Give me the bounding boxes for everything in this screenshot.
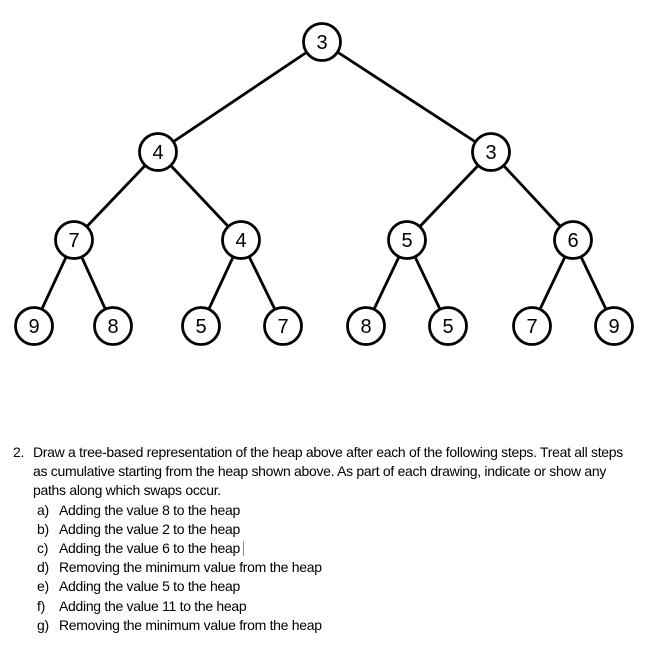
- list-item-marker: d): [37, 559, 49, 576]
- list-item: e) Adding the value 5 to the heap: [37, 577, 623, 596]
- question-prompt-text: as cumulative starting from the heap sho…: [33, 463, 607, 480]
- tree-node-circle: [54, 220, 94, 260]
- list-item: g) Removing the minimum value from the he…: [37, 616, 623, 635]
- tree-node: 7: [512, 306, 552, 346]
- list-item-marker: f): [37, 597, 45, 614]
- list-item: f) Adding the value 11 to the heap: [37, 597, 623, 616]
- tree-node-value: 3: [316, 32, 327, 54]
- question-prompt-text: Draw a tree-based representation of the …: [33, 444, 623, 460]
- list-item-marker: a): [37, 501, 49, 518]
- tree-node-value: 4: [235, 230, 246, 252]
- tree-node-value: 8: [360, 316, 371, 338]
- list-item-marker: g): [37, 616, 49, 633]
- list-item-text: Adding the value 5 to the heap: [59, 578, 240, 595]
- tree-node-value: 9: [608, 316, 619, 338]
- question-items: a) Adding the value 8 to the heap b) Adding…: [13, 501, 623, 635]
- tree-node-circle: [594, 306, 634, 346]
- list-item-marker: c): [37, 540, 49, 557]
- tree-node: 8: [346, 306, 386, 346]
- tree-edge: [405, 151, 493, 241]
- tree-node-circle: [14, 306, 54, 346]
- list-item-text: Removing the minimum value from the heap: [59, 616, 322, 633]
- list-item: c) Adding the value 6 to the heap: [37, 539, 623, 558]
- tree-node-circle: [512, 306, 552, 346]
- tree-node: 7: [54, 220, 94, 260]
- tree-node: 8: [93, 306, 133, 346]
- text-caret: [242, 541, 244, 557]
- tree-node-value: 4: [152, 142, 163, 164]
- tree-node: 5: [181, 306, 221, 346]
- question-prompt: 2. Draw a tree-based representation of th…: [13, 443, 623, 501]
- tree-node-value: 3: [485, 142, 496, 164]
- tree-node-value: 8: [107, 316, 118, 338]
- list-item: d) Removing the minimum value from the he…: [37, 558, 623, 577]
- question-prompt-line: as cumulative starting from the heap sho…: [13, 462, 623, 481]
- tree-node-circle: [428, 306, 468, 346]
- question-prompt-text: paths along which swaps occur.: [33, 482, 221, 499]
- list-item-text: Adding the value 8 to the heap: [59, 501, 240, 518]
- list-item-text: Adding the value 6 to the heap: [59, 540, 240, 557]
- tree-node-value: 5: [195, 316, 206, 338]
- tree-node-value: 7: [526, 316, 537, 338]
- tree-node-value: 5: [401, 230, 412, 252]
- question-number: 2.: [13, 444, 25, 460]
- tree-node-value: 9: [28, 316, 39, 338]
- list-item-marker: e): [37, 578, 49, 595]
- question-block: 2. Draw a tree-based representation of th…: [13, 443, 623, 635]
- tree-node: 5: [428, 306, 468, 346]
- tree-node-value: 6: [567, 230, 578, 252]
- tree-node: 7: [263, 306, 303, 346]
- question-prompt-line: 2. Draw a tree-based representation of th…: [13, 443, 623, 462]
- tree-node-circle: [471, 132, 511, 172]
- tree-node-circle: [181, 306, 221, 346]
- tree-node: 4: [138, 132, 178, 172]
- list-item: b) Adding the value 2 to the heap: [37, 520, 623, 539]
- tree-node-value: 7: [68, 230, 79, 252]
- tree-node: 3: [302, 22, 342, 62]
- list-item-text: Adding the value 11 to the heap: [59, 597, 247, 614]
- tree-node-value: 5: [442, 316, 453, 338]
- list-item-text: Adding the value 2 to the heap: [59, 520, 240, 537]
- list-item: a) Adding the value 8 to the heap: [37, 501, 623, 520]
- tree-node: 5: [387, 220, 427, 260]
- tree-node-circle: [221, 220, 261, 260]
- tree-node-circle: [93, 306, 133, 346]
- tree-node: 4: [221, 220, 261, 260]
- tree-node-circle: [138, 132, 178, 172]
- tree-node: 6: [553, 220, 593, 260]
- heap-tree-diagram: 3 4 3 7 4 5 6 9 8 5 7 8 5 7 9: [14, 22, 634, 346]
- tree-node-circle: [263, 306, 303, 346]
- tree-node-circle: [387, 220, 427, 260]
- tree-edge: [489, 151, 575, 241]
- tree-node-circle: [346, 306, 386, 346]
- tree-node: 3: [471, 132, 511, 172]
- tree-edge: [72, 151, 160, 241]
- tree-node-circle: [302, 22, 342, 62]
- tree-node: 9: [14, 306, 54, 346]
- tree-node-value: 7: [277, 316, 288, 338]
- list-item-marker: b): [37, 520, 49, 537]
- question-number: [13, 462, 33, 481]
- tree-edge: [156, 151, 243, 241]
- question-prompt-line: paths along which swaps occur.: [13, 481, 623, 500]
- list-item-text: Removing the minimum value from the heap: [59, 559, 322, 576]
- tree-edge: [321, 40, 492, 154]
- question-number: [13, 481, 33, 500]
- tree-node: 9: [594, 306, 634, 346]
- tree-edge: [157, 40, 323, 154]
- tree-node-circle: [553, 220, 593, 260]
